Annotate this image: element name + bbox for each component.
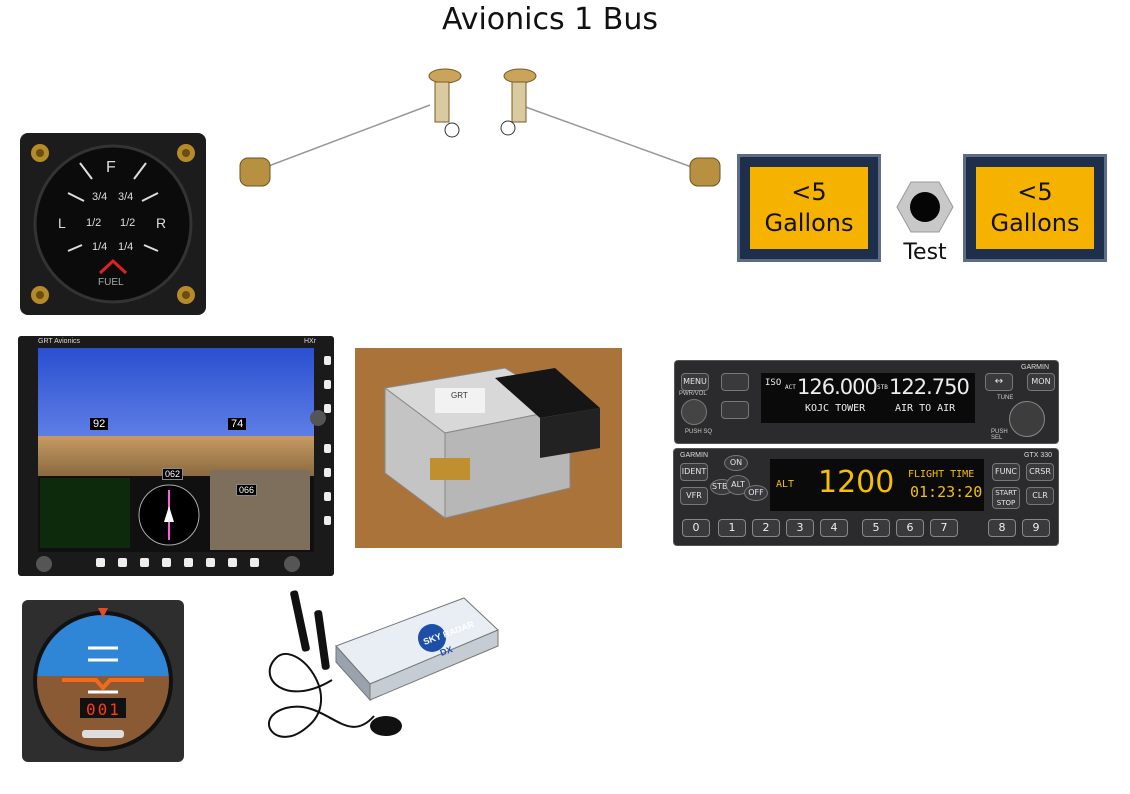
transponder-model: GTX 330 bbox=[1024, 452, 1053, 459]
push-sel-label: PUSH SEL bbox=[991, 429, 1008, 441]
fuel-left-label: L bbox=[58, 215, 66, 231]
keypad-key[interactable]: 8 bbox=[988, 519, 1016, 537]
fuel-mark: 1/2 bbox=[120, 217, 136, 229]
keypad-key[interactable]: 1 bbox=[718, 519, 746, 537]
pwr-vol-label: PWR/VOL bbox=[679, 391, 707, 397]
comm-button[interactable] bbox=[721, 401, 749, 419]
fuel-mark: 3/4 bbox=[92, 191, 108, 203]
low-fuel-text: <5 bbox=[1017, 178, 1053, 206]
altitude-readout: 74 bbox=[228, 418, 247, 430]
airspeed-readout: 92 bbox=[90, 418, 109, 430]
radio-brand: GARMIN bbox=[1021, 364, 1049, 371]
low-fuel-text: Gallons bbox=[764, 209, 854, 237]
data-box-label: GRT bbox=[451, 391, 468, 400]
low-fuel-light-left: <5 Gallons bbox=[737, 154, 881, 262]
push-sq-label: PUSH SQ bbox=[685, 429, 713, 435]
keypad-key[interactable]: 3 bbox=[786, 519, 814, 537]
fuel-gauge: F 3/4 3/4 1/2 1/2 1/4 1/4 L R FUEL bbox=[20, 133, 206, 315]
keypad-key[interactable]: 6 bbox=[896, 519, 924, 537]
fuel-right-label: R bbox=[156, 215, 167, 231]
func-button[interactable]: FUNC bbox=[992, 463, 1020, 481]
comm-radio: MENU PWR/VOL PUSH SQ ISO ACT 126.000 STB… bbox=[674, 360, 1059, 444]
fuel-full-label: F bbox=[106, 159, 116, 176]
transponder-brand: GARMIN bbox=[680, 452, 708, 459]
attitude-indicator: 001 bbox=[22, 600, 184, 762]
start-stop-button[interactable]: START STOP bbox=[992, 487, 1020, 509]
iso-label: ISO bbox=[765, 378, 782, 388]
fuel-mark: 1/4 bbox=[118, 241, 134, 253]
crsr-button[interactable]: CRSR bbox=[1026, 463, 1054, 481]
volume-knob[interactable] bbox=[681, 399, 707, 425]
frequency-swap-button[interactable]: ↔ bbox=[985, 373, 1013, 391]
ident-button[interactable]: IDENT bbox=[680, 463, 708, 481]
flight-time: 01:23:20 bbox=[910, 483, 983, 501]
transponder-mode: ALT bbox=[776, 479, 795, 490]
transponder-display: ALT 1200 FLIGHT TIME 01:23:20 bbox=[770, 459, 984, 511]
hsi-compass bbox=[138, 484, 200, 546]
keypad-key[interactable]: 5 bbox=[862, 519, 890, 537]
mon-button[interactable]: MON bbox=[1027, 373, 1055, 391]
fuel-mark: 1/2 bbox=[86, 217, 102, 229]
squawk-code: 1200 bbox=[818, 465, 895, 500]
low-fuel-text: <5 bbox=[791, 178, 827, 206]
heading-readout: 062 bbox=[162, 468, 184, 480]
fuel-mark: 1/4 bbox=[92, 241, 108, 253]
efis-brand: GRT Avionics bbox=[38, 338, 81, 345]
menu-button[interactable]: MENU bbox=[681, 373, 709, 391]
keypad-key[interactable]: 0 bbox=[682, 519, 710, 537]
page-title: Avionics 1 Bus bbox=[441, 2, 659, 37]
track-readout: 066 bbox=[236, 484, 258, 496]
low-fuel-light-right: <5 Gallons bbox=[963, 154, 1107, 262]
test-button-label: Test bbox=[903, 240, 947, 265]
comm-button[interactable] bbox=[721, 373, 749, 391]
active-station-name: KOJC TOWER bbox=[805, 403, 866, 414]
fuel-mark: 3/4 bbox=[118, 191, 134, 203]
flight-time-label: FLIGHT TIME bbox=[908, 469, 975, 480]
attitude-readout: 001 bbox=[86, 700, 121, 719]
standby-frequency: 122.750 bbox=[889, 375, 970, 399]
fuel-sender-probes bbox=[239, 68, 721, 187]
comm-display: ISO ACT 126.000 STB 122.750 KOJC TOWER A… bbox=[761, 373, 975, 423]
act-label: ACT bbox=[785, 384, 796, 391]
stb-label: STB bbox=[877, 384, 888, 391]
on-button[interactable]: ON bbox=[724, 455, 748, 471]
keypad-key[interactable]: 2 bbox=[752, 519, 780, 537]
tune-knob[interactable] bbox=[1009, 401, 1045, 437]
transponder: GARMIN GTX 330 IDENT VFR ON STBY ALT OFF… bbox=[673, 448, 1059, 546]
efis-bezel-buttons bbox=[36, 356, 331, 572]
efis-display: GRT Avionics HXr 92 74 062 066 bbox=[18, 336, 334, 576]
keypad-key[interactable]: 9 bbox=[1022, 519, 1050, 537]
low-fuel-text: Gallons bbox=[990, 209, 1080, 237]
active-frequency: 126.000 bbox=[797, 375, 878, 399]
engine-data-box: GRT bbox=[355, 348, 622, 548]
fuel-gauge-label: FUEL bbox=[98, 277, 124, 288]
tune-label: TUNE bbox=[997, 395, 1014, 401]
adsb-receiver: SKY RADAR DX bbox=[246, 588, 506, 768]
keypad-key[interactable]: 4 bbox=[820, 519, 848, 537]
efis-screen: 92 74 062 066 bbox=[38, 348, 314, 552]
standby-station-name: AIR TO AIR bbox=[895, 403, 956, 414]
off-button[interactable]: OFF bbox=[744, 485, 768, 501]
efis-model: HXr bbox=[304, 338, 317, 345]
vfr-button[interactable]: VFR bbox=[680, 487, 708, 505]
clr-button[interactable]: CLR bbox=[1026, 487, 1054, 505]
keypad-key[interactable]: 7 bbox=[930, 519, 958, 537]
test-button[interactable] bbox=[896, 178, 954, 236]
